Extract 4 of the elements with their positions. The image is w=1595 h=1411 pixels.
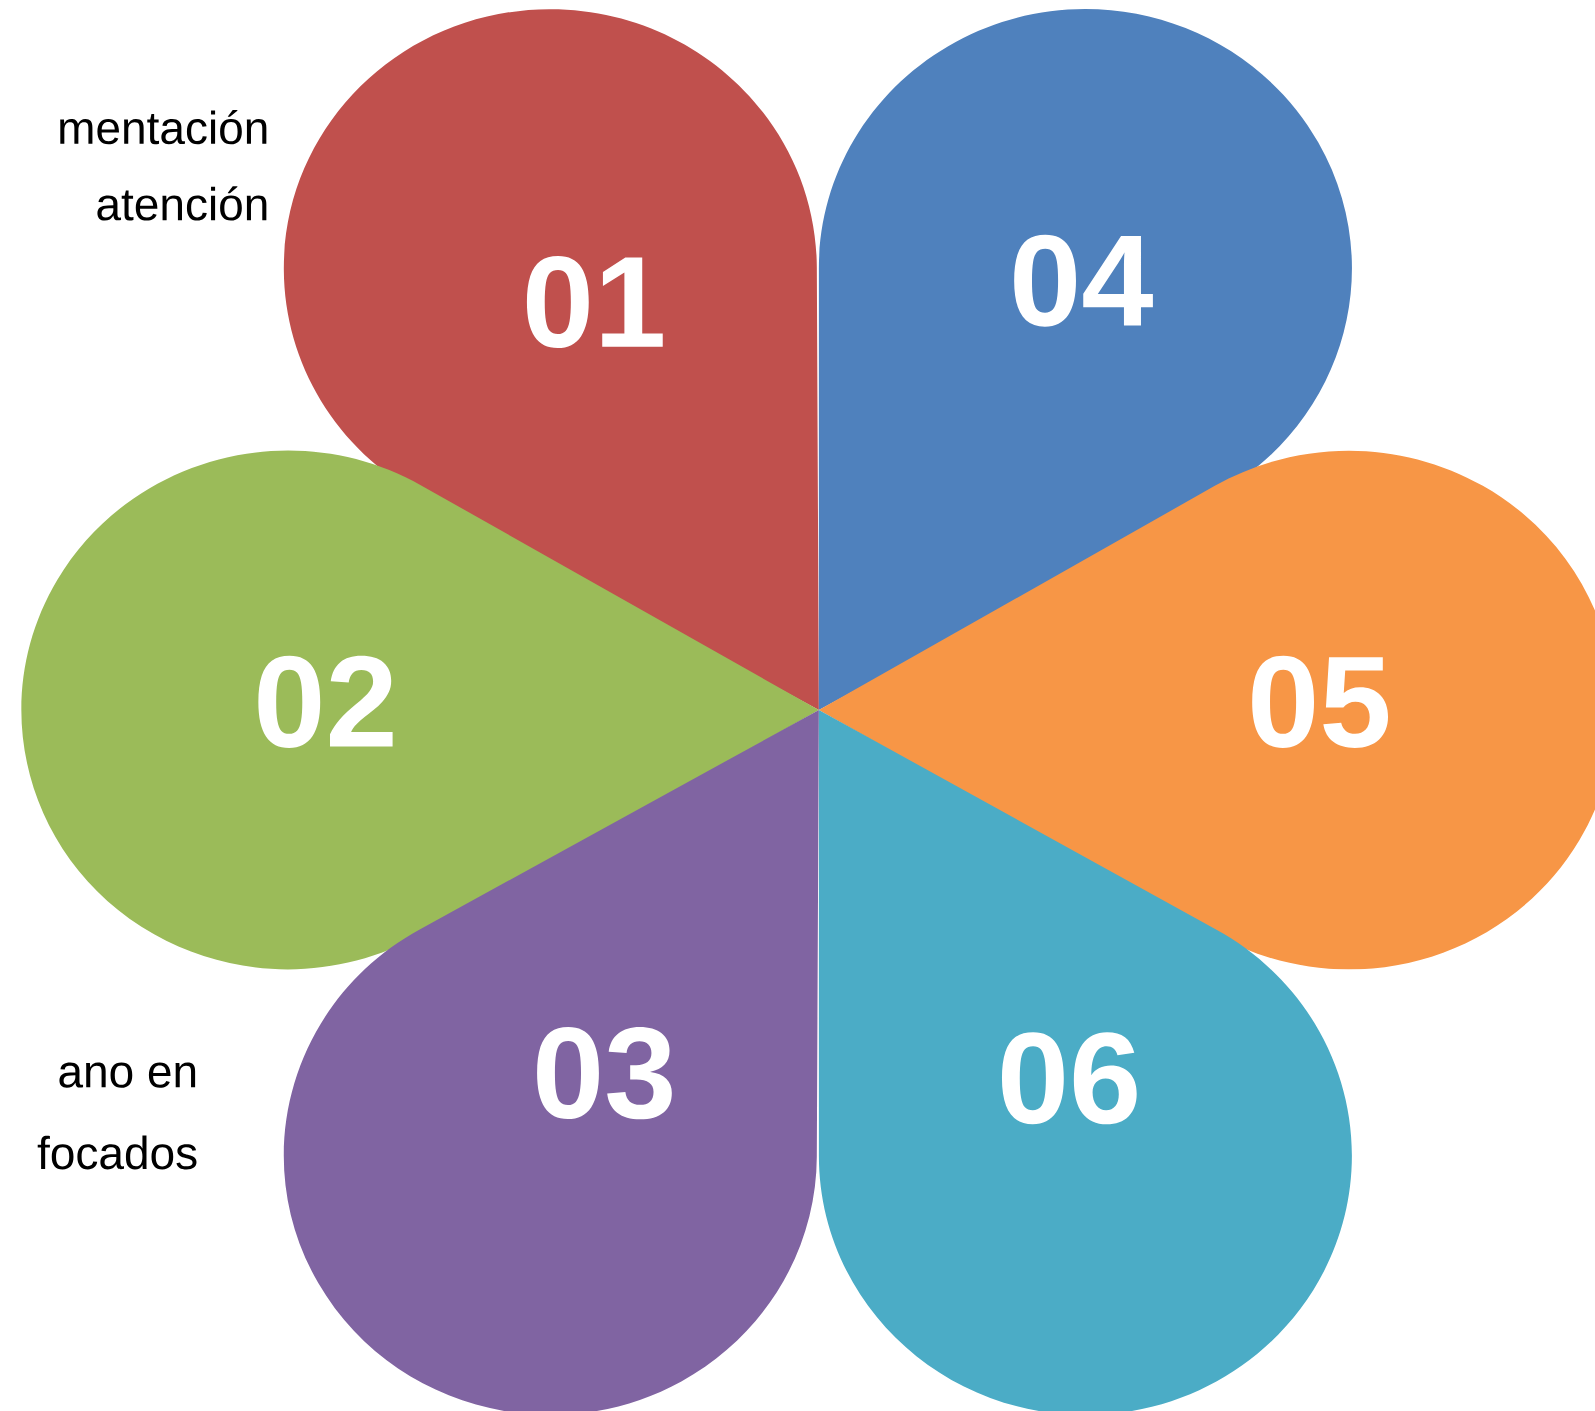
petal: 05 [818, 450, 1595, 970]
petal: 02 [21, 450, 819, 970]
side-text: focados [37, 1135, 197, 1170]
side-text: ano en [59, 1062, 196, 1088]
